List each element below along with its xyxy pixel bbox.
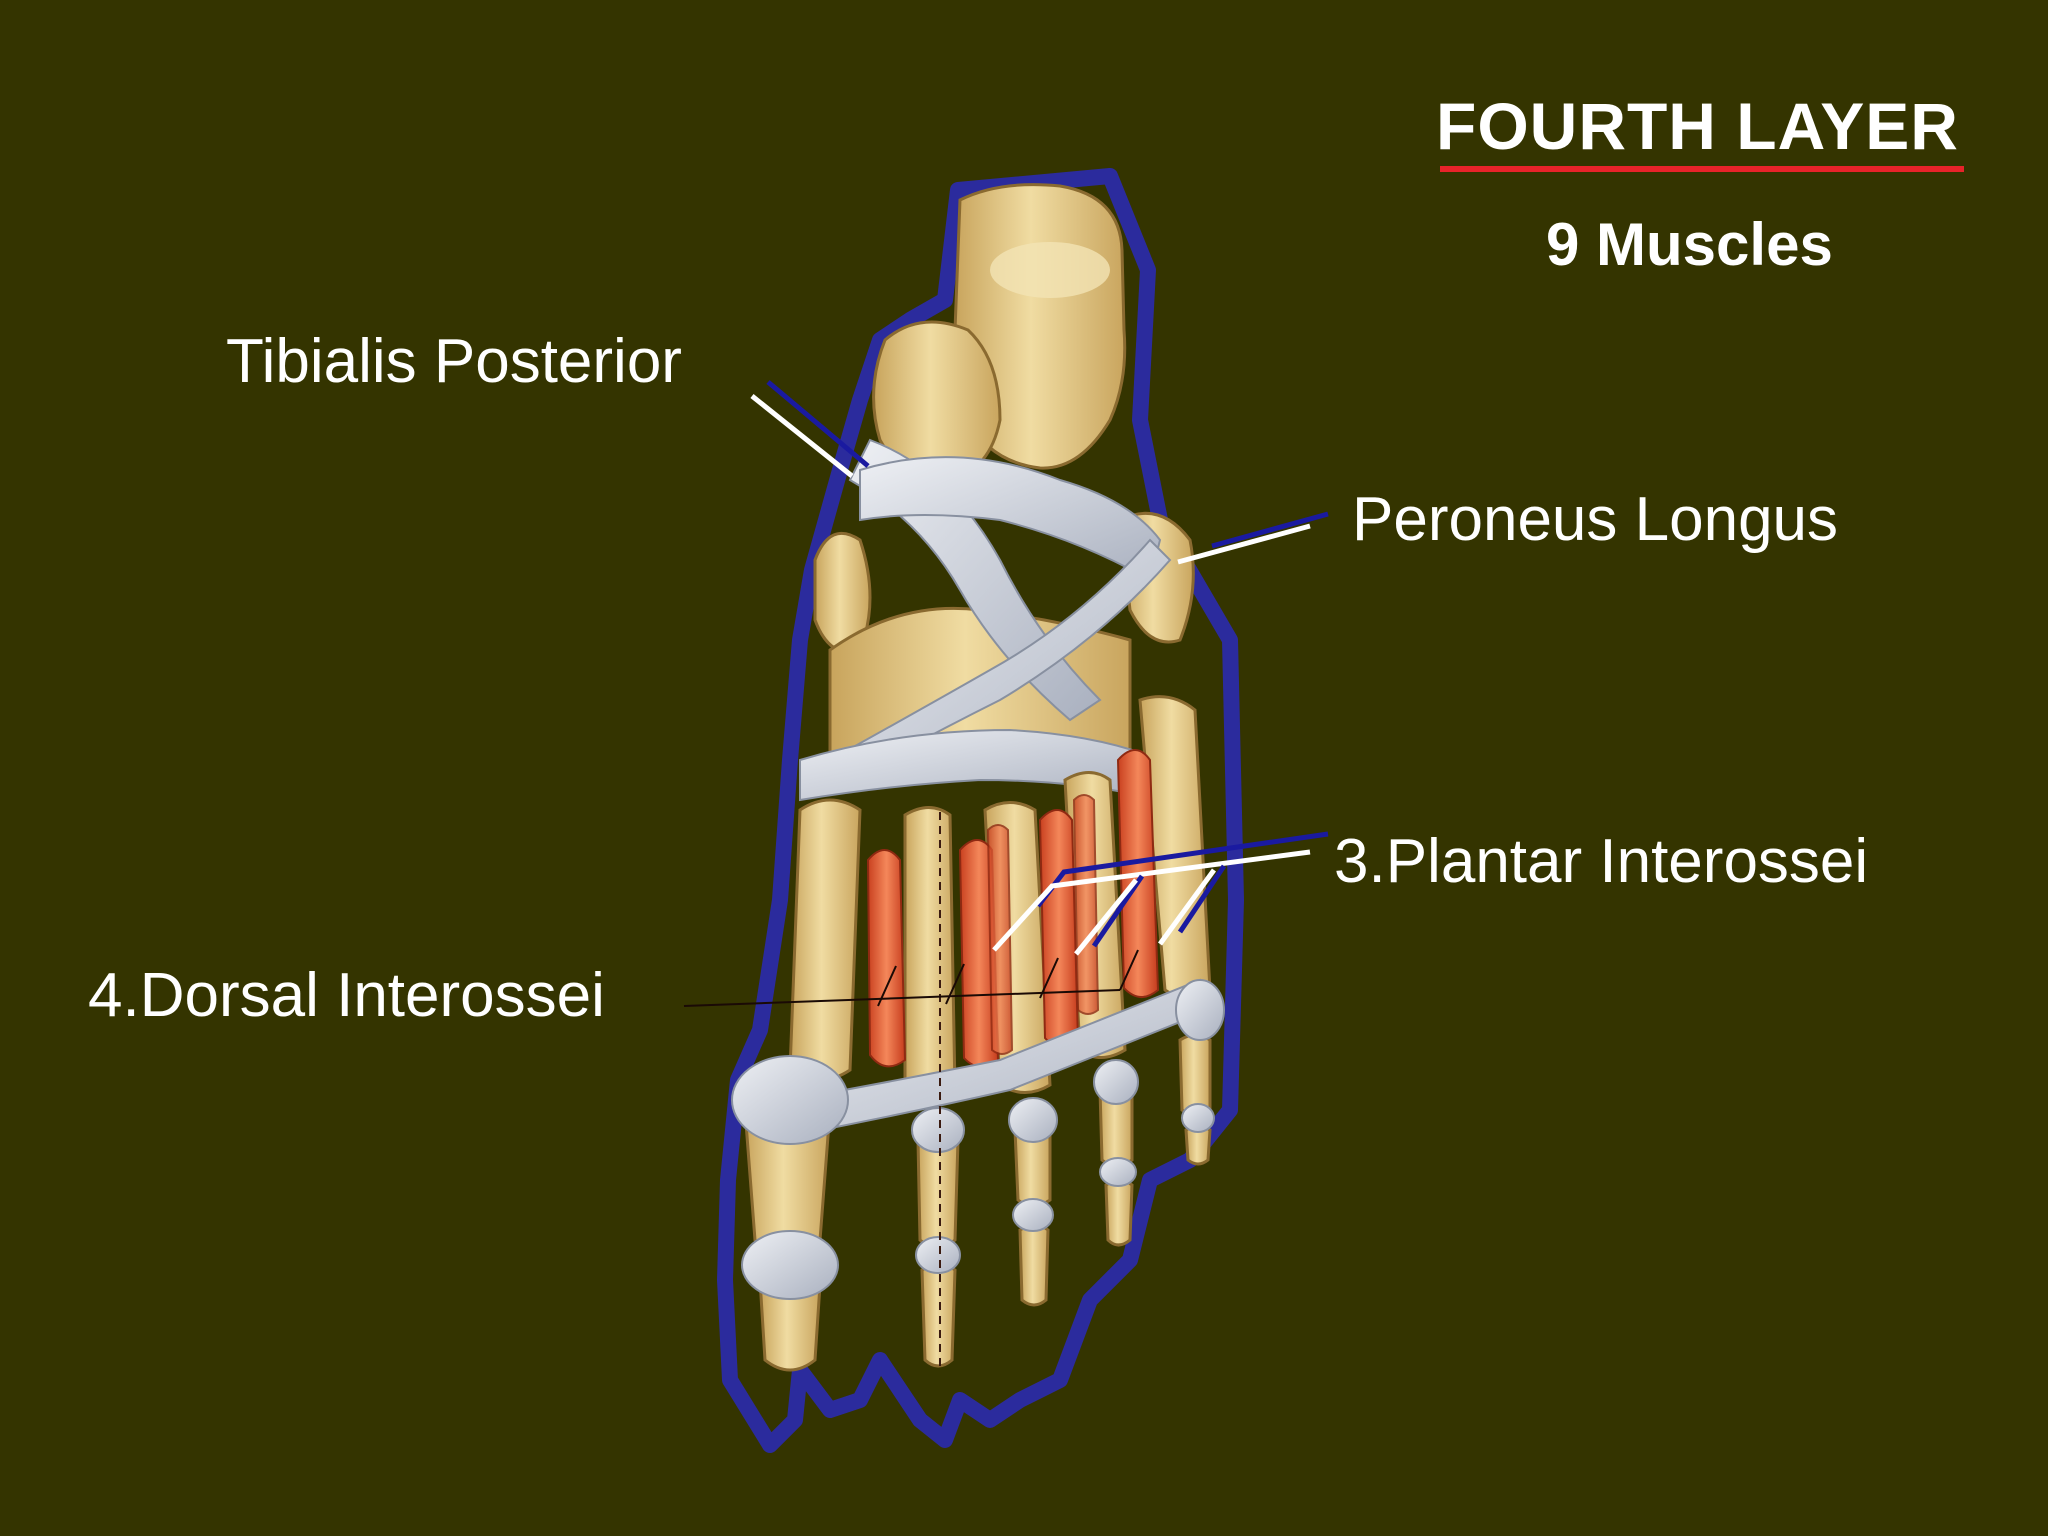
title-underline [1440,166,1964,172]
dorsal-interossei-pointer [683,949,1139,1007]
slide-title: FOURTH LAYER [1436,89,1959,163]
plantar-interossei-pointer [992,831,1329,956]
tibialis-posterior-pointer [750,380,870,478]
label-dorsal-interossei: 4.Dorsal Interossei [88,961,605,1030]
label-tibialis-posterior: Tibialis Posterior [226,327,682,396]
joint-capsules [731,979,1225,1300]
navicular-bone [813,531,872,654]
slide-subtitle: 9 Muscles [1546,211,1833,278]
label-plantar-interossei: 3.Plantar Interossei [1334,827,1869,896]
label-peroneus-longus: Peroneus Longus [1352,485,1839,554]
blue-outline [717,168,1244,1453]
peroneus-longus-pointer [1177,511,1329,565]
